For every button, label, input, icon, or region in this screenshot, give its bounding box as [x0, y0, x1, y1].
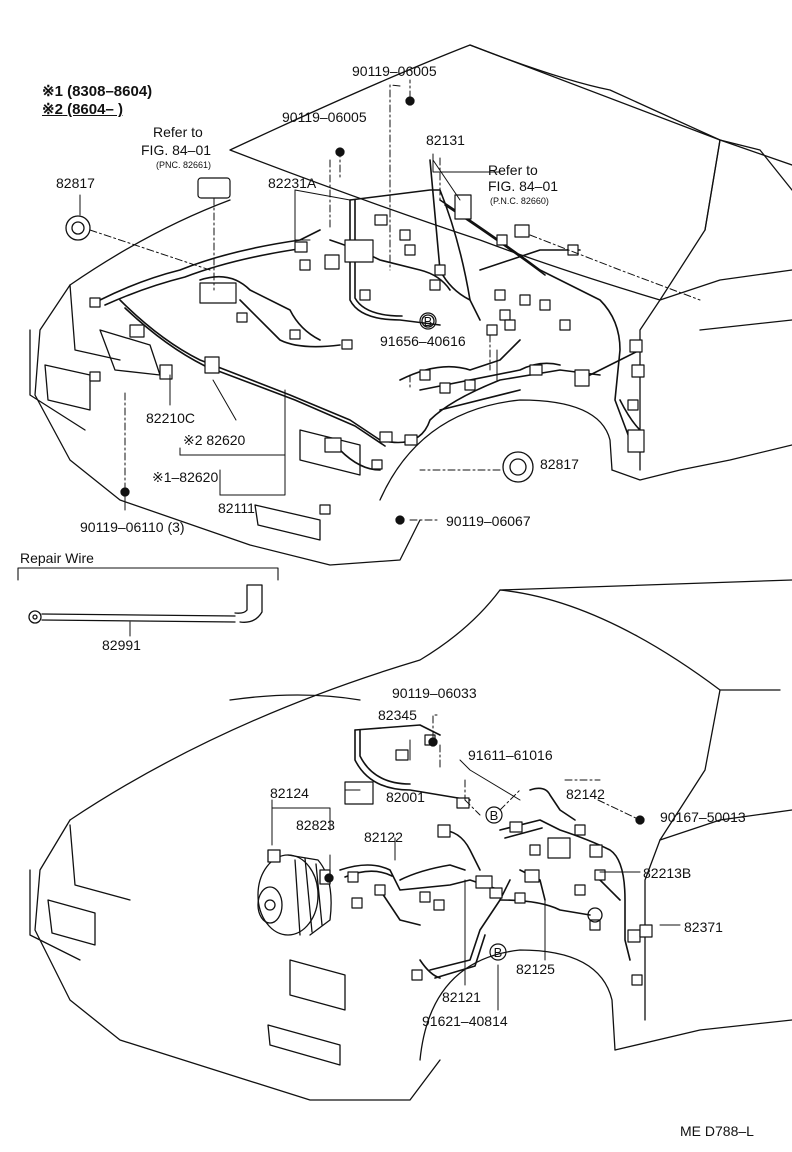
part-82817-left: 82817	[56, 175, 95, 191]
part-82991: 82991	[102, 637, 141, 653]
part-82620-1: ※1–82620	[152, 469, 219, 485]
part-82125: 82125	[516, 961, 555, 977]
marker-circle-bottom-1	[485, 806, 503, 824]
top-bolts	[120, 96, 415, 525]
top-car-body	[29, 44, 792, 566]
part-82345: 82345	[378, 707, 417, 723]
footer-code: ME D788–L	[680, 1123, 754, 1139]
top-solid-leaders	[79, 153, 501, 511]
part-82001: 82001	[386, 789, 425, 805]
refer-right-line1: Refer to	[488, 162, 538, 178]
legend-mark-2: ※2	[42, 101, 63, 118]
part-82371: 82371	[684, 919, 723, 935]
part-90119-06005-top: 90119–06005	[352, 63, 437, 79]
bottom-bolts	[324, 737, 645, 923]
legend-range-1: (8308–8604)	[67, 83, 153, 100]
top-leader-lines	[89, 79, 701, 521]
part-82111: 82111	[218, 500, 255, 516]
part-82131: 82131	[426, 132, 465, 148]
marker-b-bottom-1: B	[489, 808, 499, 823]
marker-circle-bottom-2	[489, 943, 507, 961]
part-90119-06110: 90119–06110 (3)	[80, 519, 185, 535]
top-connectors	[89, 177, 645, 515]
part-82122: 82122	[364, 829, 403, 845]
part-82124: 82124	[270, 785, 309, 801]
refer-left-pnc: (PNC. 82661)	[156, 160, 212, 170]
bottom-car-body	[29, 579, 792, 1101]
bottom-leader-lines	[432, 714, 641, 821]
bottom-solid-leaders	[271, 739, 681, 1011]
legend-range-2: (8604– )	[67, 101, 123, 118]
bottom-connectors	[344, 734, 653, 986]
refer-left-line1: Refer to	[153, 124, 203, 140]
part-90167-50013: 90167–50013	[660, 809, 746, 825]
part-90119-06033: 90119–06033	[392, 685, 477, 701]
part-91621-40814: 91621–40814	[422, 1013, 508, 1029]
repair-wire-drawing	[17, 567, 279, 637]
part-82121: 82121	[442, 989, 481, 1005]
part-82823: 82823	[296, 817, 335, 833]
part-82210c: 82210C	[146, 410, 196, 426]
part-82142: 82142	[566, 786, 605, 802]
marker-circle-top	[419, 312, 437, 330]
marker-b-top: B	[423, 314, 433, 329]
repair-wire-title: Repair Wire	[20, 550, 94, 566]
part-82231a: 82231A	[268, 175, 317, 191]
part-91611-61016: 91611–61016	[468, 747, 553, 763]
refer-right-line2: FIG. 84–01	[488, 178, 559, 194]
refer-left-line2: FIG. 84–01	[141, 142, 212, 158]
legend-row-2: ※2 (8604– )	[42, 102, 123, 117]
legend-mark-1: ※1	[42, 83, 63, 100]
part-90119-06005-mid: 90119–06005	[282, 109, 367, 125]
marker-b-bottom-2: B	[493, 945, 503, 960]
part-90119-06067: 90119–06067	[446, 513, 531, 529]
refer-right-pnc: (P.N.C. 82660)	[490, 196, 549, 206]
top-grommets	[65, 215, 534, 483]
part-82620-2: ※2 82620	[183, 432, 246, 448]
part-82213b: 82213B	[643, 865, 692, 881]
part-91656-40616: 91656–40616	[380, 333, 466, 349]
legend-row-1: ※1 (8308–8604)	[42, 84, 152, 99]
bottom-wire-harness	[339, 724, 631, 979]
part-82817-right: 82817	[540, 456, 579, 472]
